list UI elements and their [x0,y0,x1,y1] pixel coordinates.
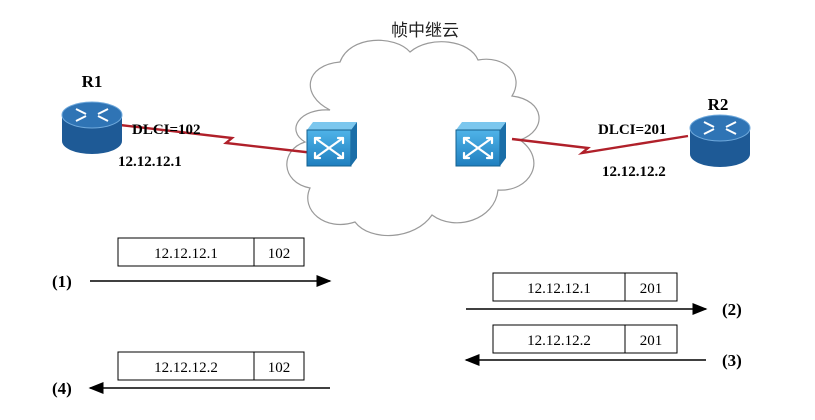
frame-dlci-cell [253,237,305,267]
frame-ip-cell [492,272,626,302]
step-label: (1) [52,272,72,291]
frame-ip: 12.12.12.2 [154,360,218,376]
step-1: 12.12.12.1 102 (1) [52,237,332,291]
router-r2-dlci: DLCI=201 [598,122,667,138]
router-r1-name: R1 [82,72,103,91]
frame-dlci: 201 [640,333,663,349]
step-4: 12.12.12.2 102 (4) [52,351,330,398]
frame-ip: 12.12.12.1 [154,246,218,262]
router-r1-dlci: DLCI=102 [132,122,201,138]
serial-link-r1 [119,123,315,155]
serial-link-r2 [511,134,689,155]
router-r2-name: R2 [708,95,729,114]
frame-ip: 12.12.12.1 [527,281,591,297]
frame-relay-switch-icon [306,122,357,167]
frame-dlci-cell [624,272,678,302]
frame-ip-cell [492,324,626,354]
step-label: (2) [722,300,742,319]
frame-ip: 12.12.12.2 [527,333,591,349]
step-3: 12.12.12.2 201 (3) [464,324,742,370]
frame-dlci-cell [624,324,678,354]
frame-relay-switch-icon [455,122,506,167]
step-label: (3) [722,351,742,370]
frame-dlci: 201 [640,281,663,297]
frame-dlci-cell [253,351,305,381]
frame-dlci: 102 [268,246,291,262]
frame-ip-cell [117,351,255,381]
router-icon [689,114,751,167]
step-2: 12.12.12.1 201 (2) [466,272,742,319]
router-r2-ip: 12.12.12.2 [602,164,666,180]
step-label: (4) [52,379,72,398]
frame-ip-cell [117,237,255,267]
cloud-icon [286,39,540,237]
router-r1-ip: 12.12.12.1 [118,154,182,170]
router-icon [61,101,123,154]
frame-dlci: 102 [268,360,291,376]
cloud-label: 帧中继云 [391,21,459,40]
